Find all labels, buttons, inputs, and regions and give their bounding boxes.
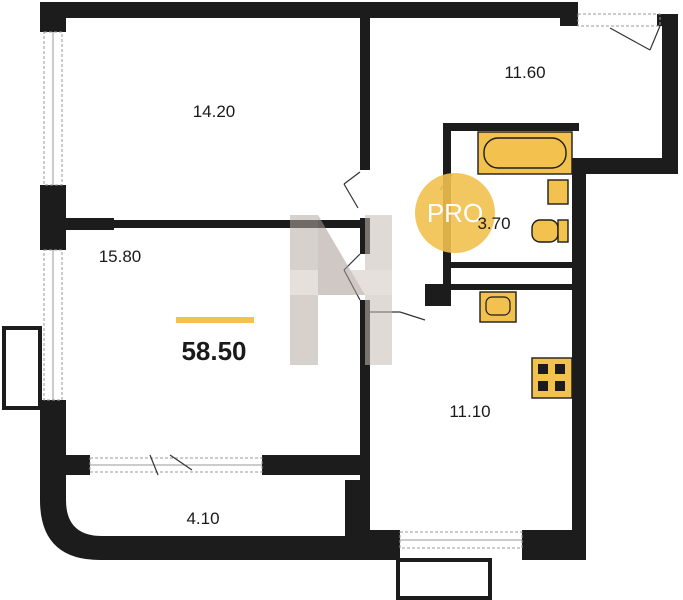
room-area-kitchen: 11.10 [449, 402, 490, 421]
windows [2, 13, 661, 600]
toilet-icon [531, 219, 559, 243]
h-logo-watermark [290, 215, 392, 365]
total-area: 58.50 [181, 336, 246, 366]
room-area-left: 15.80 [99, 247, 142, 266]
room-area-bath: 3.70 [477, 214, 510, 233]
room-area-balcony: 4.10 [186, 509, 219, 528]
walls [40, 2, 678, 560]
pro-badge: PRO [415, 173, 495, 253]
total-area-underline [176, 317, 254, 323]
pro-badge-text: PRO [427, 198, 483, 228]
room-area-top-right: 11.60 [504, 63, 545, 82]
room-area-top-left: 14.20 [193, 102, 236, 121]
sink-icon [547, 179, 569, 205]
fixtures [477, 131, 573, 399]
